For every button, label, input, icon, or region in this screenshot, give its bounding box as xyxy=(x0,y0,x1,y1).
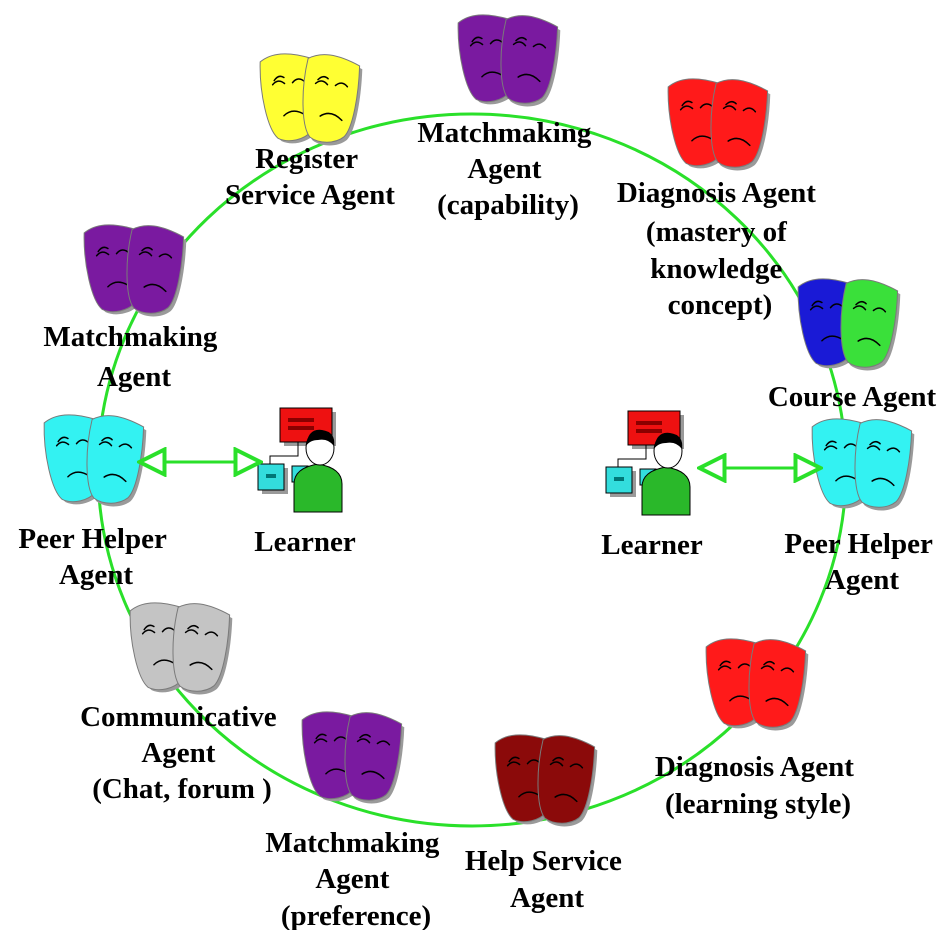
matchmaking-agent-capability-mask-icon xyxy=(455,11,562,110)
matchmaking-agent-mask-icon xyxy=(81,221,188,320)
label-line: concept) xyxy=(668,289,773,321)
diagnosis-agent-mastery-mask-icon xyxy=(665,75,772,174)
learner-left xyxy=(257,407,343,513)
diagnosis-agent-learning-style-mask-icon xyxy=(703,635,810,734)
help-service-agent-label: Help Service Agent xyxy=(465,845,629,914)
label-line: Agent xyxy=(825,564,899,596)
label-line: Peer Helper xyxy=(18,523,167,555)
peer-helper-agent-left-label: Peer Helper Agent xyxy=(18,523,173,591)
learner-left-label: Learner xyxy=(254,526,356,558)
label-line: Register xyxy=(255,143,358,175)
communicative-agent-mask-icon xyxy=(127,599,234,698)
communicative-agent-label: Communicative Agent (Chat, forum ) xyxy=(80,701,284,805)
learner-computer-icon xyxy=(605,410,691,516)
label-line: Matchmaking xyxy=(265,827,440,859)
label-line: Agent xyxy=(315,863,389,895)
label-line: Communicative xyxy=(80,701,277,733)
course-agent-mask-icon xyxy=(795,275,902,374)
register-service-agent-label: Register Service Agent xyxy=(225,143,395,211)
register-service-agent-mask-icon xyxy=(257,50,364,149)
label-line: (capability) xyxy=(437,189,579,221)
peer-helper-agent-right-mask-icon xyxy=(809,415,916,514)
label-line: (Chat, forum ) xyxy=(92,773,272,805)
learner-computer-icon xyxy=(257,407,343,513)
label-line: Diagnosis Agent xyxy=(655,751,854,783)
label-line: (learning style) xyxy=(665,788,851,820)
label-line: Peer Helper xyxy=(784,528,933,560)
label-line: Matchmaking xyxy=(43,321,218,353)
diagnosis-agent-mastery-label: Diagnosis Agent (mastery of knowledge co… xyxy=(617,177,823,321)
label-line: Agent xyxy=(141,737,215,769)
label-line: Help Service xyxy=(465,845,622,877)
label-line: knowledge xyxy=(650,253,782,285)
matchmaking-agent-preference-mask-icon xyxy=(299,708,406,807)
learner-right xyxy=(605,410,691,516)
label-line: (mastery of xyxy=(646,216,787,248)
label-line: Agent xyxy=(510,882,584,914)
course-agent-label: Course Agent xyxy=(768,381,937,413)
label-line: Agent xyxy=(97,361,171,393)
label-line: Course Agent xyxy=(768,381,937,413)
diagnosis-agent-learning-style-label: Diagnosis Agent (learning style) xyxy=(655,751,861,820)
label-line: (preference) xyxy=(281,900,431,930)
learner-right-label: Learner xyxy=(601,529,703,561)
matchmaking-agent-capability-label: Matchmaking Agent (capability) xyxy=(417,117,598,221)
label-line: Matchmaking xyxy=(417,117,592,149)
matchmaking-agent-preference-label: Matchmaking Agent (preference) xyxy=(265,827,446,930)
label-line: Agent xyxy=(59,559,133,591)
peer-helper-agent-right-label: Peer Helper Agent xyxy=(784,528,939,596)
peer-helper-agent-left-mask-icon xyxy=(41,411,148,510)
label-line: Service Agent xyxy=(225,179,395,211)
help-service-agent-mask-icon xyxy=(492,731,599,830)
label-line: Agent xyxy=(467,153,541,185)
matchmaking-agent-label: Matchmaking Agent xyxy=(43,321,224,393)
label-line: Diagnosis Agent xyxy=(617,177,816,209)
